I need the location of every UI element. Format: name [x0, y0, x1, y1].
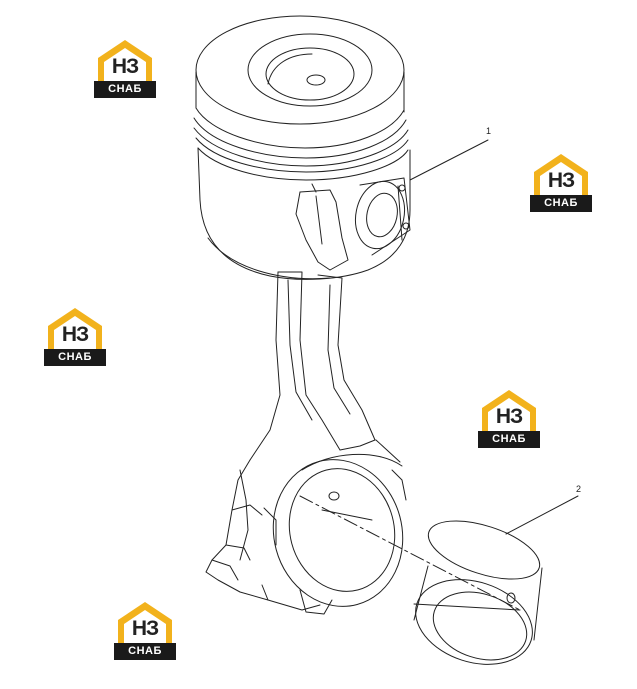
logo-tag: СНАБ: [44, 349, 106, 366]
callout-2: 2: [576, 484, 582, 494]
watermark-logo: НЗ СНАБ: [44, 306, 106, 368]
house-logo-icon: [534, 154, 588, 196]
house-logo-icon: [98, 40, 152, 82]
piston: [193, 15, 411, 280]
logo-letters: НЗ: [111, 55, 139, 78]
callout-1: 1: [486, 126, 492, 136]
logo-tag: СНАБ: [94, 81, 156, 98]
house-logo-icon: [482, 390, 536, 432]
house-logo-icon: [48, 308, 102, 350]
watermark-logo: НЗ СНАБ: [94, 38, 156, 100]
logo-tag: СНАБ: [530, 195, 592, 212]
house-logo-icon: [118, 602, 172, 644]
logo-tag: СНАБ: [114, 643, 176, 660]
logo-letters: НЗ: [61, 323, 89, 346]
leader-line-2: [505, 495, 579, 535]
leader-line-1: [409, 139, 489, 181]
watermark-logo: НЗ СНАБ: [478, 388, 540, 450]
logo-letters: НЗ: [547, 169, 575, 192]
logo-letters: НЗ: [131, 617, 159, 640]
logo-letters: НЗ: [495, 405, 523, 428]
logo-tag: СНАБ: [478, 431, 540, 448]
watermark-logo: НЗ СНАБ: [530, 152, 592, 214]
rod-bearing-shell: [413, 520, 543, 665]
connecting-rod: [205, 271, 407, 615]
watermark-logo: НЗ СНАБ: [114, 600, 176, 662]
assembly-centerline: [299, 495, 521, 611]
